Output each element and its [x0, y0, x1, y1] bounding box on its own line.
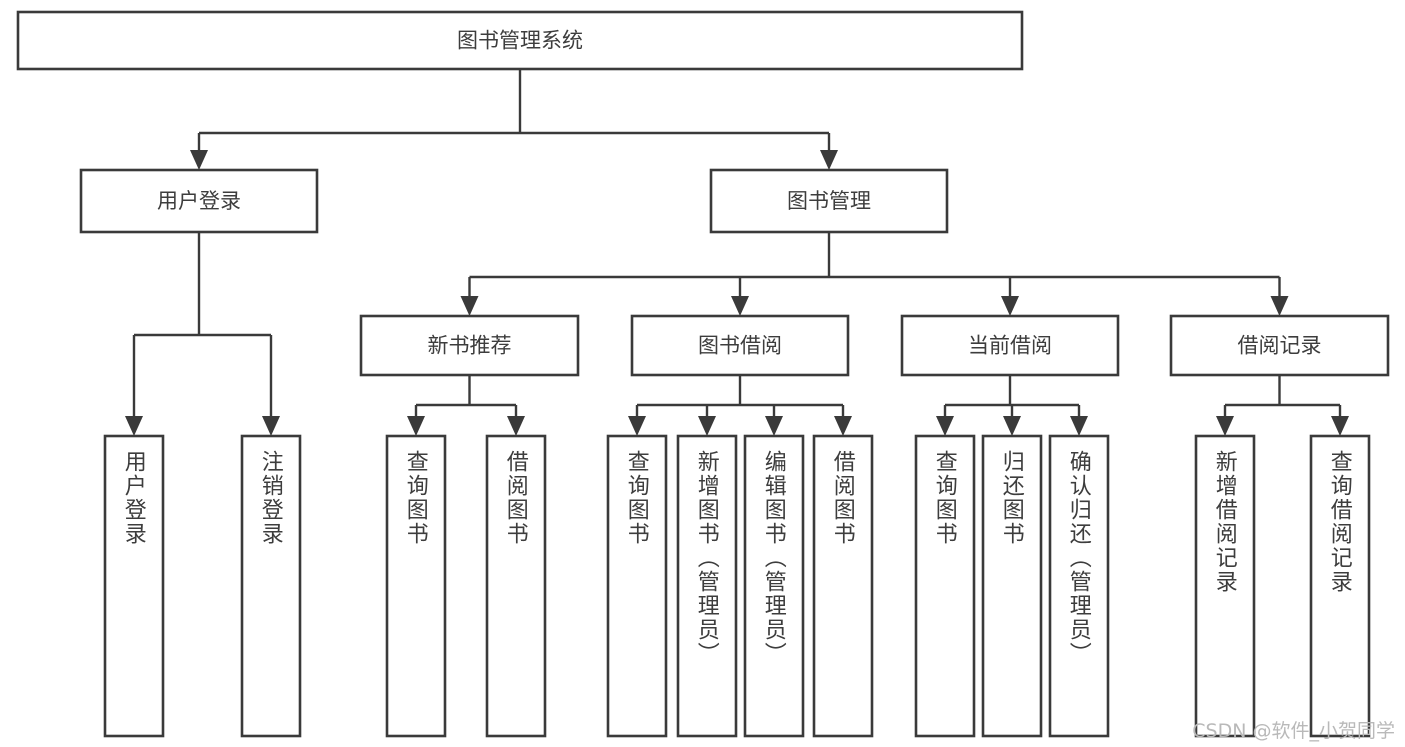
connector-layer [125, 69, 1349, 436]
node-root-图书管理系统[interactable] [16, 10, 1024, 71]
node-leaf-0[interactable] [103, 434, 165, 738]
node-l3-1-label: 图书借阅 [698, 334, 782, 358]
box-layer [16, 10, 1390, 738]
arrow-head-icon [765, 416, 783, 436]
node-leaf-4[interactable] [606, 434, 668, 738]
node-leaf-3[interactable] [485, 434, 547, 738]
arrow-head-icon [1331, 416, 1349, 436]
node-root-图书管理系统-label: 图书管理系统 [457, 29, 583, 53]
node-leaf-8[interactable] [914, 434, 976, 738]
node-leaf-10[interactable] [1048, 434, 1110, 738]
arrow-head-icon [262, 416, 280, 436]
arrow-head-icon [407, 416, 425, 436]
arrow-head-icon [936, 416, 954, 436]
node-l3-3-label: 借阅记录 [1238, 334, 1322, 358]
node-l3-1[interactable] [630, 314, 850, 377]
arrow-head-icon [731, 296, 749, 316]
node-l3-0-label: 新书推荐 [428, 334, 512, 358]
watermark: CSDN @软件_小贺同学 [1192, 720, 1395, 742]
arrow-head-icon [834, 416, 852, 436]
arrow-head-icon [1216, 416, 1234, 436]
node-l3-0[interactable] [359, 314, 580, 377]
node-leaf-12[interactable] [1309, 434, 1371, 738]
node-leaf-1[interactable] [240, 434, 302, 738]
arrow-head-icon [1001, 296, 1019, 316]
node-l2-0-label: 用户登录 [157, 189, 241, 213]
arrow-head-icon [460, 296, 479, 316]
node-leaf-9[interactable] [981, 434, 1043, 738]
node-l2-1-label: 图书管理 [787, 189, 871, 213]
node-l2-0[interactable] [79, 168, 319, 234]
node-leaf-2[interactable] [385, 434, 447, 738]
arrow-head-icon [507, 416, 525, 436]
arrow-head-icon [1270, 296, 1289, 316]
node-leaf-11[interactable] [1194, 434, 1256, 738]
node-l3-2-label: 当前借阅 [968, 334, 1052, 358]
arrow-head-icon [190, 150, 208, 170]
arrow-head-icon [1003, 416, 1021, 436]
node-l2-1[interactable] [709, 168, 949, 234]
arrow-head-icon [698, 416, 716, 436]
arrow-head-icon [1070, 416, 1088, 436]
arrow-head-icon [628, 416, 646, 436]
node-leaf-6[interactable] [743, 434, 805, 738]
node-l3-2[interactable] [900, 314, 1120, 377]
node-leaf-5[interactable] [676, 434, 738, 738]
arrow-head-icon [125, 416, 143, 436]
node-leaf-7[interactable] [812, 434, 874, 738]
arrow-head-icon [820, 150, 838, 170]
node-l3-3[interactable] [1169, 314, 1390, 377]
